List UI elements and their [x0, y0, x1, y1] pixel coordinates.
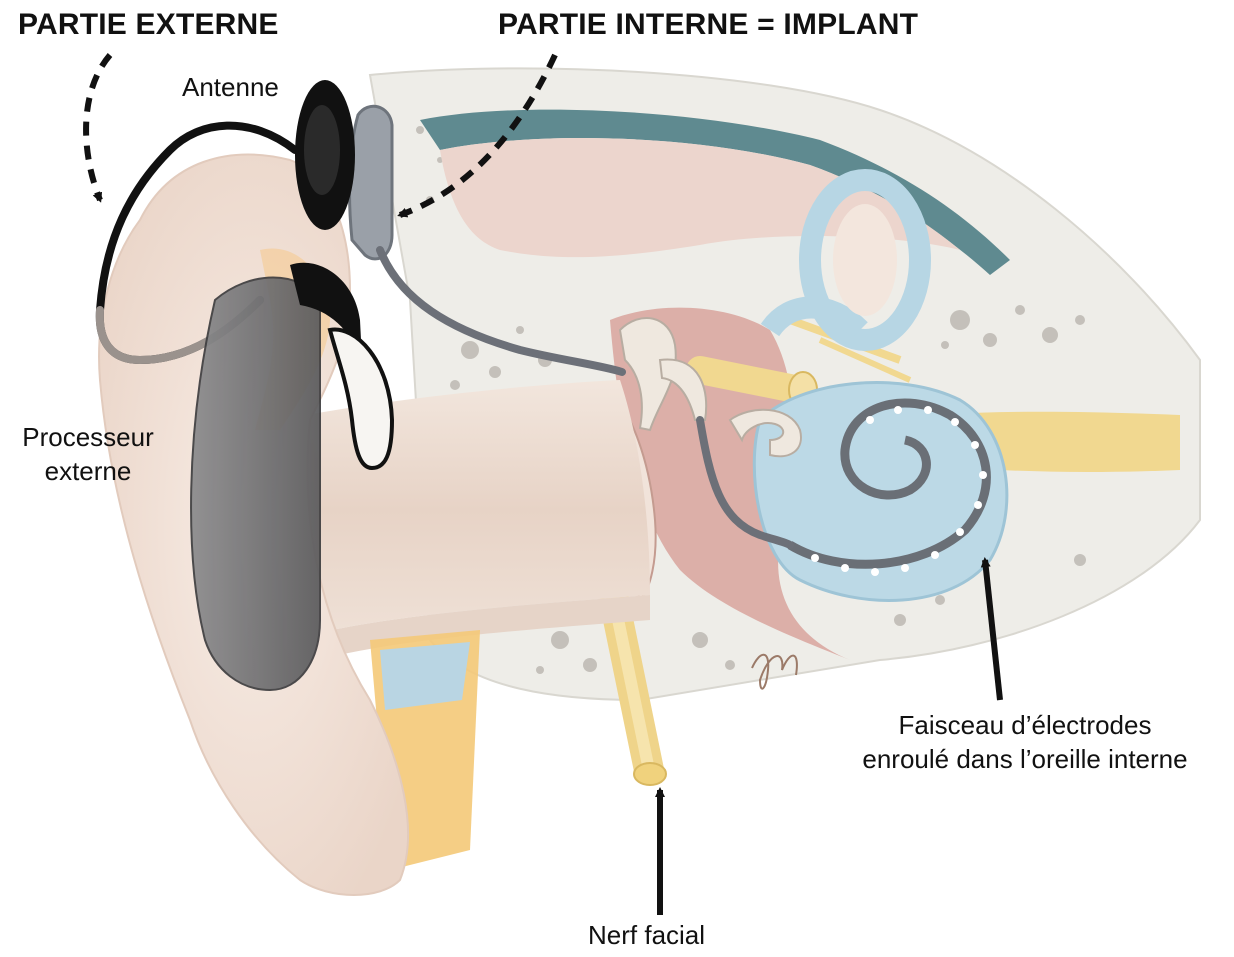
processor-label-line1: Processeur: [8, 420, 168, 454]
antenna-drawing: [295, 80, 355, 230]
electrodes-label-line2: enroulé dans l’oreille interne: [830, 742, 1220, 776]
internal-part-heading: PARTIE INTERNE = IMPLANT: [498, 8, 918, 42]
external-part-arrow: [86, 55, 110, 200]
external-part-heading: PARTIE EXTERNE: [18, 8, 279, 42]
electrodes-label-line1: Faisceau d’électrodes: [830, 708, 1220, 742]
electrodes-label: Faisceau d’électrodes enroulé dans l’ore…: [830, 708, 1220, 776]
antenna-label: Antenne: [182, 70, 279, 104]
cochlea-drawing: [754, 383, 1007, 601]
processor-label-line2: externe: [8, 454, 168, 488]
processor-label: Processeur externe: [8, 420, 168, 488]
facial-nerve-label: Nerf facial: [588, 918, 705, 952]
